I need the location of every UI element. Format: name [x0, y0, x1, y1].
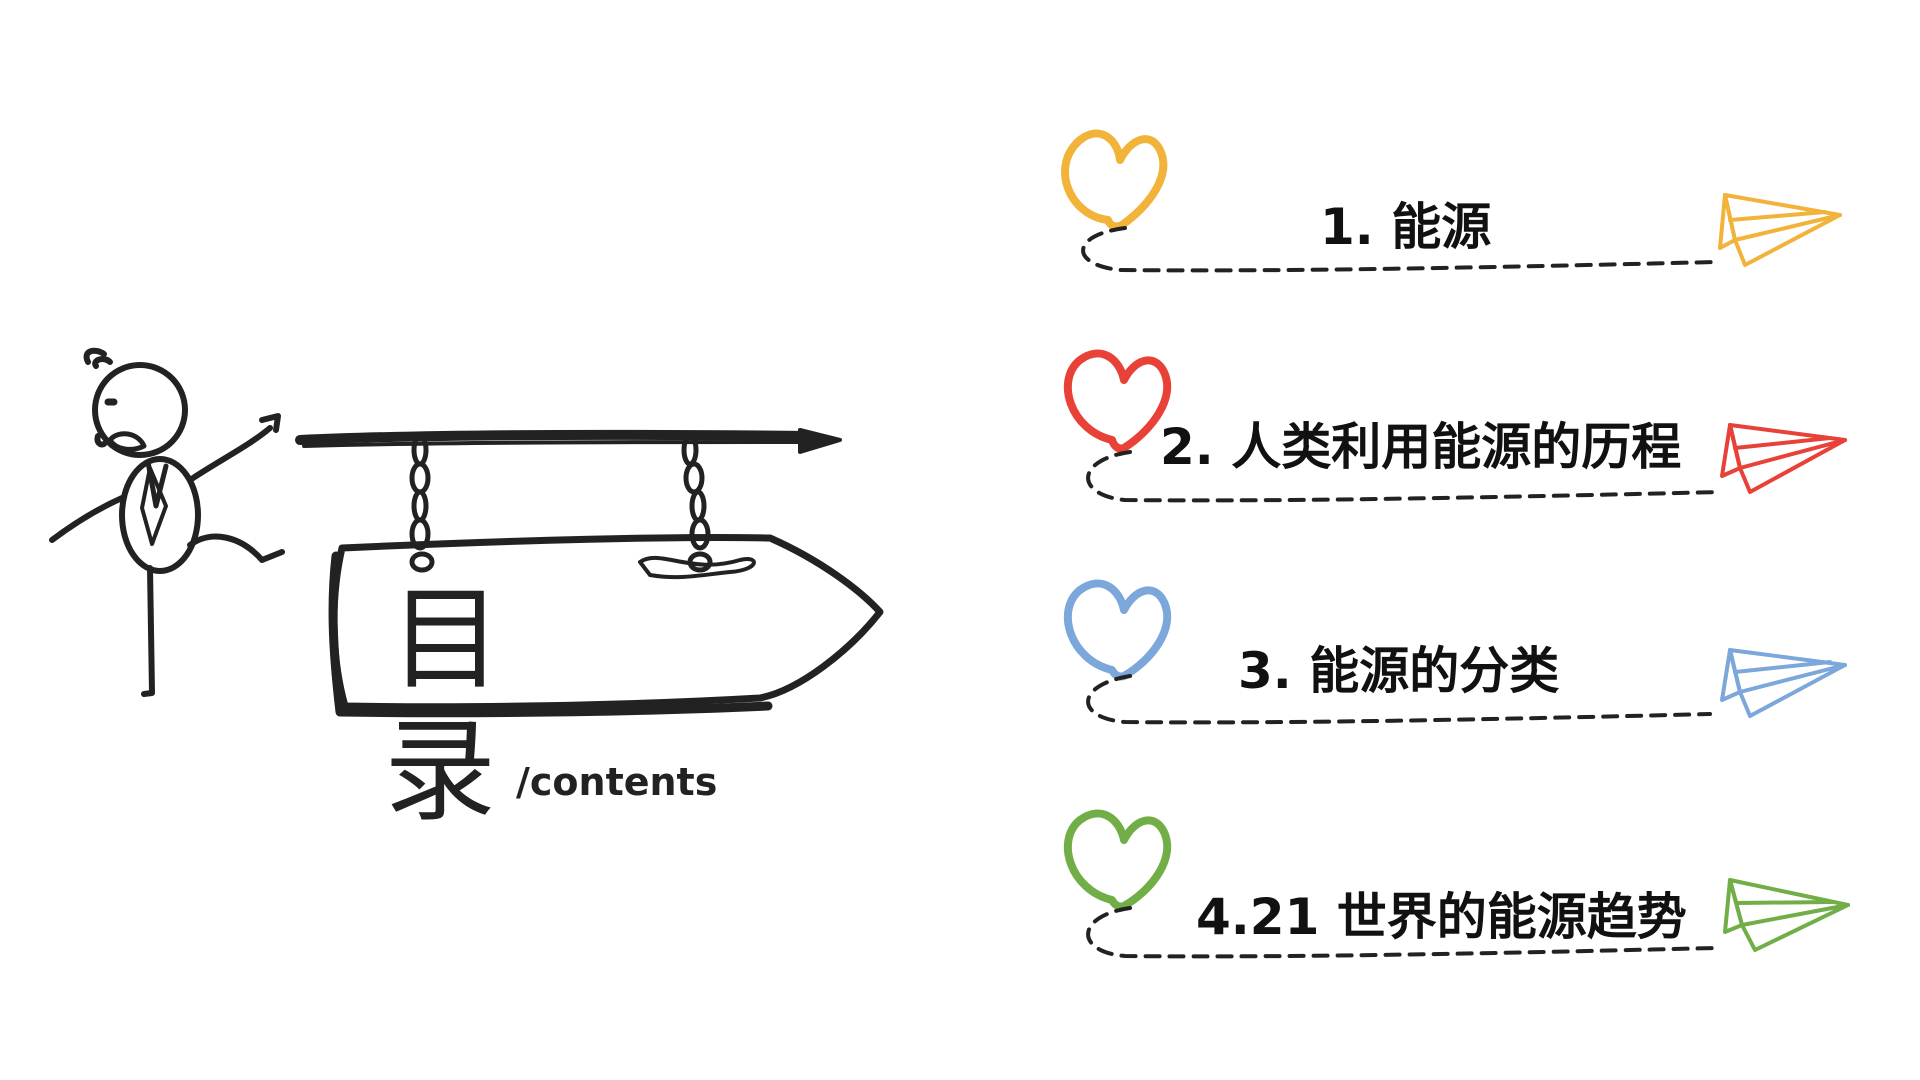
item-1-decoration [1061, 129, 1842, 273]
title-char-1: 目 [390, 575, 502, 705]
stick-figure-icon [49, 347, 285, 697]
heart-icon [1061, 129, 1168, 231]
item-1-label[interactable]: 1. 能源 [1320, 198, 1492, 256]
dashed-trail [1086, 450, 1722, 503]
item-4-label[interactable]: 4.21 世界的能源趋势 [1196, 888, 1687, 946]
sign-chain-left [409, 433, 435, 573]
dashed-trail [1086, 674, 1712, 725]
item-3-decoration [1063, 579, 1847, 725]
heart-icon [1063, 809, 1172, 911]
item-2-decoration [1063, 349, 1847, 503]
title-subtitle: /contents [516, 760, 718, 804]
title-char-2: 录 [384, 707, 496, 837]
paper-plane-icon [1718, 193, 1842, 267]
item-3-label[interactable]: 3. 能源的分类 [1238, 642, 1560, 700]
dashed-trail [1086, 906, 1717, 959]
paper-plane-icon [1720, 423, 1847, 494]
paper-plane-icon [1723, 878, 1850, 952]
item-2-label[interactable]: 2. 人类利用能源的历程 [1160, 418, 1682, 476]
paper-plane-icon [1720, 648, 1847, 718]
sign-board [328, 533, 884, 718]
heart-icon [1063, 579, 1172, 681]
dashed-trail [1081, 226, 1717, 273]
item-4-decoration [1063, 809, 1850, 959]
sign-pole [295, 429, 815, 448]
heart-icon [1063, 349, 1172, 453]
